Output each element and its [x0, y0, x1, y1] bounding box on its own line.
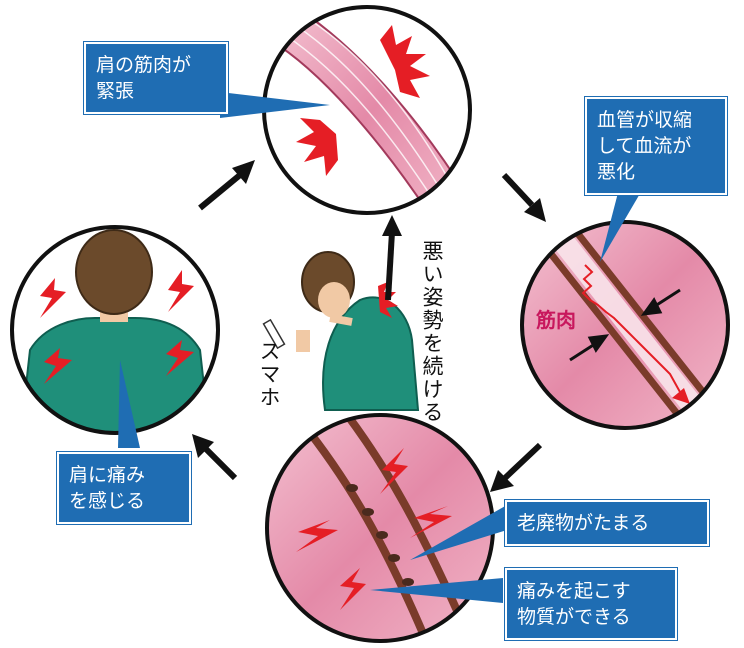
center-phone-user: [262, 215, 420, 411]
waste-circle: [265, 413, 495, 643]
muscle-label: 筋肉: [536, 308, 576, 332]
callout-waste: 老廃物がたまる: [505, 500, 709, 546]
shoulder-pain-circle: [10, 225, 220, 435]
callout-pointers: [118, 92, 645, 603]
pain-bolt-icon: [296, 448, 452, 610]
cycle-arrow-icon: [198, 160, 255, 211]
callout-shoulder-pain: 肩に痛み を感じる: [57, 452, 191, 524]
phone-label: スマホ: [257, 340, 281, 409]
cycle-arrow-icon: [501, 172, 546, 222]
callout-shoulder-tension: 肩の筋肉が 緊張: [84, 42, 228, 114]
callout-pain-substance: 痛みを起こす 物質ができる: [505, 568, 677, 640]
cycle-arrow-icon: [490, 442, 543, 492]
vessel-circle: [520, 220, 730, 430]
posture-text: 悪い姿勢を続ける: [420, 240, 444, 424]
callout-vessel-constrict: 血管が収縮 して血流が 悪化: [585, 97, 727, 195]
tension-spark-icon: [296, 25, 430, 176]
pressure-arrow-icon: [569, 288, 681, 362]
cycle-arrow-icon: [192, 434, 238, 481]
pain-bolt-icon: [40, 270, 194, 384]
tense-muscle-circle: [262, 5, 472, 215]
